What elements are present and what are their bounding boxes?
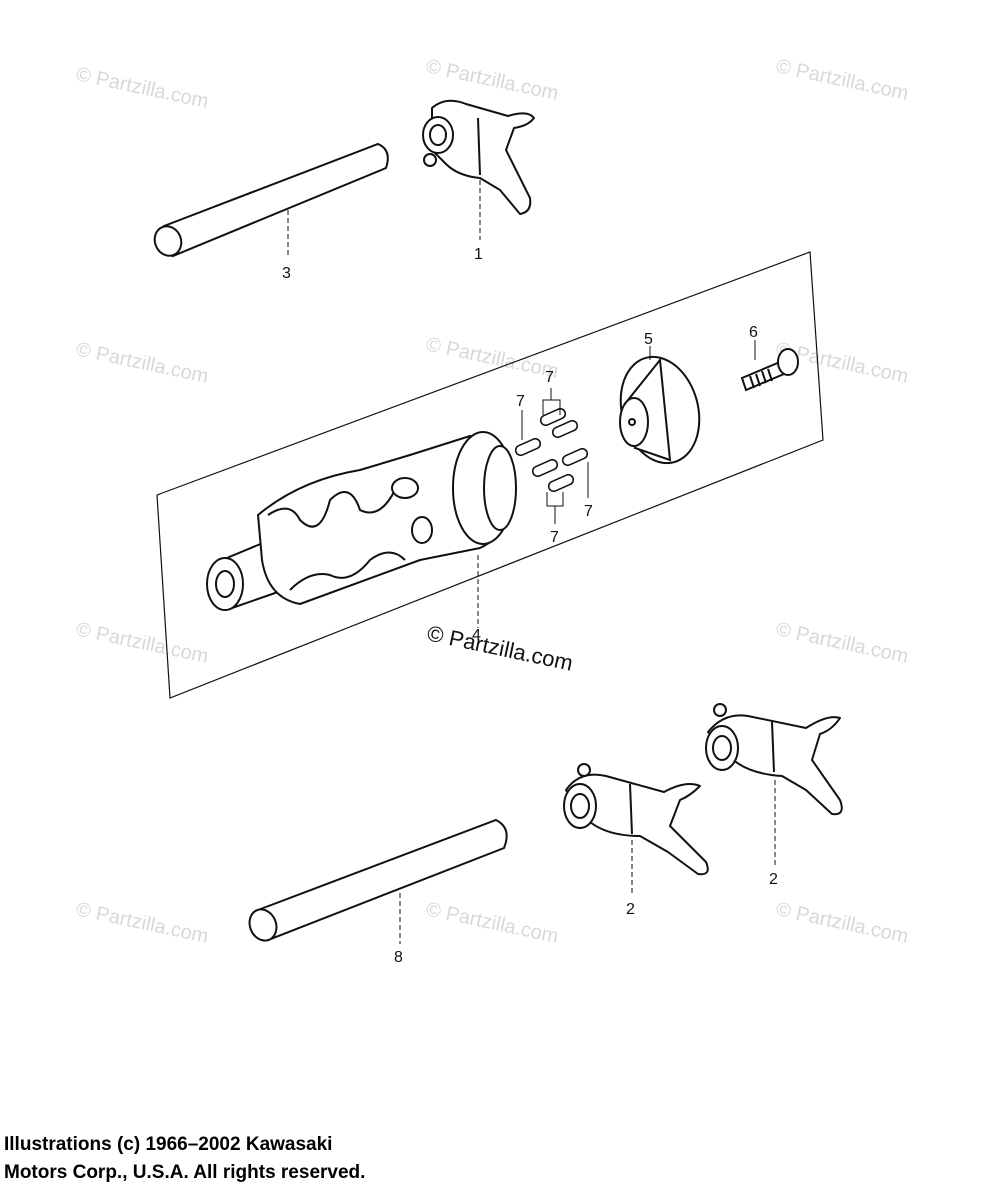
callout-7: 7 [550,529,559,546]
part-3-shift-rod [153,142,389,258]
part-2-shift-fork-left [563,763,709,876]
assembly-group-border [156,251,824,699]
callout-3: 3 [282,265,291,282]
callout-5: 5 [644,331,653,348]
part-4-shift-drum [206,431,517,611]
callout-2: 2 [626,901,635,918]
watermark: © Partzilla.com [424,898,560,948]
part-7-pins [514,407,589,493]
part-5-cam-plate [619,355,701,465]
callout-2: 2 [769,871,778,888]
watermark: © Partzilla.com [424,333,560,383]
copyright-line-2: Motors Corp., U.S.A. All rights reserved… [4,1162,366,1183]
callout-7: 7 [545,369,554,386]
watermark-main: © Partzilla.com [425,620,575,675]
watermark: © Partzilla.com [74,618,210,668]
copyright-line-1: Illustrations (c) 1966–2002 Kawasaki [4,1134,333,1155]
callout-7: 7 [584,503,593,520]
part-8-shift-rod [248,818,508,942]
watermark: © Partzilla.com [774,898,910,948]
leaders-7 [521,388,589,524]
watermark: © Partzilla.com [74,898,210,948]
callout-4: 4 [472,627,481,644]
callout-8: 8 [394,949,403,966]
callout-7: 7 [516,393,525,410]
callout-6: 6 [749,324,758,341]
watermark: © Partzilla.com [774,618,910,668]
part-1-shift-fork [422,99,535,215]
watermark: © Partzilla.com [424,55,560,105]
watermark: © Partzilla.com [74,63,210,113]
callout-1: 1 [474,246,483,263]
watermark: © Partzilla.com [774,55,910,105]
part-6-bolt [740,348,799,392]
copyright-notice: Illustrations (c) 1966–2002 Kawasaki Mot… [4,1131,365,1187]
watermark: © Partzilla.com [74,338,210,388]
part-2-shift-fork-right [705,703,843,816]
